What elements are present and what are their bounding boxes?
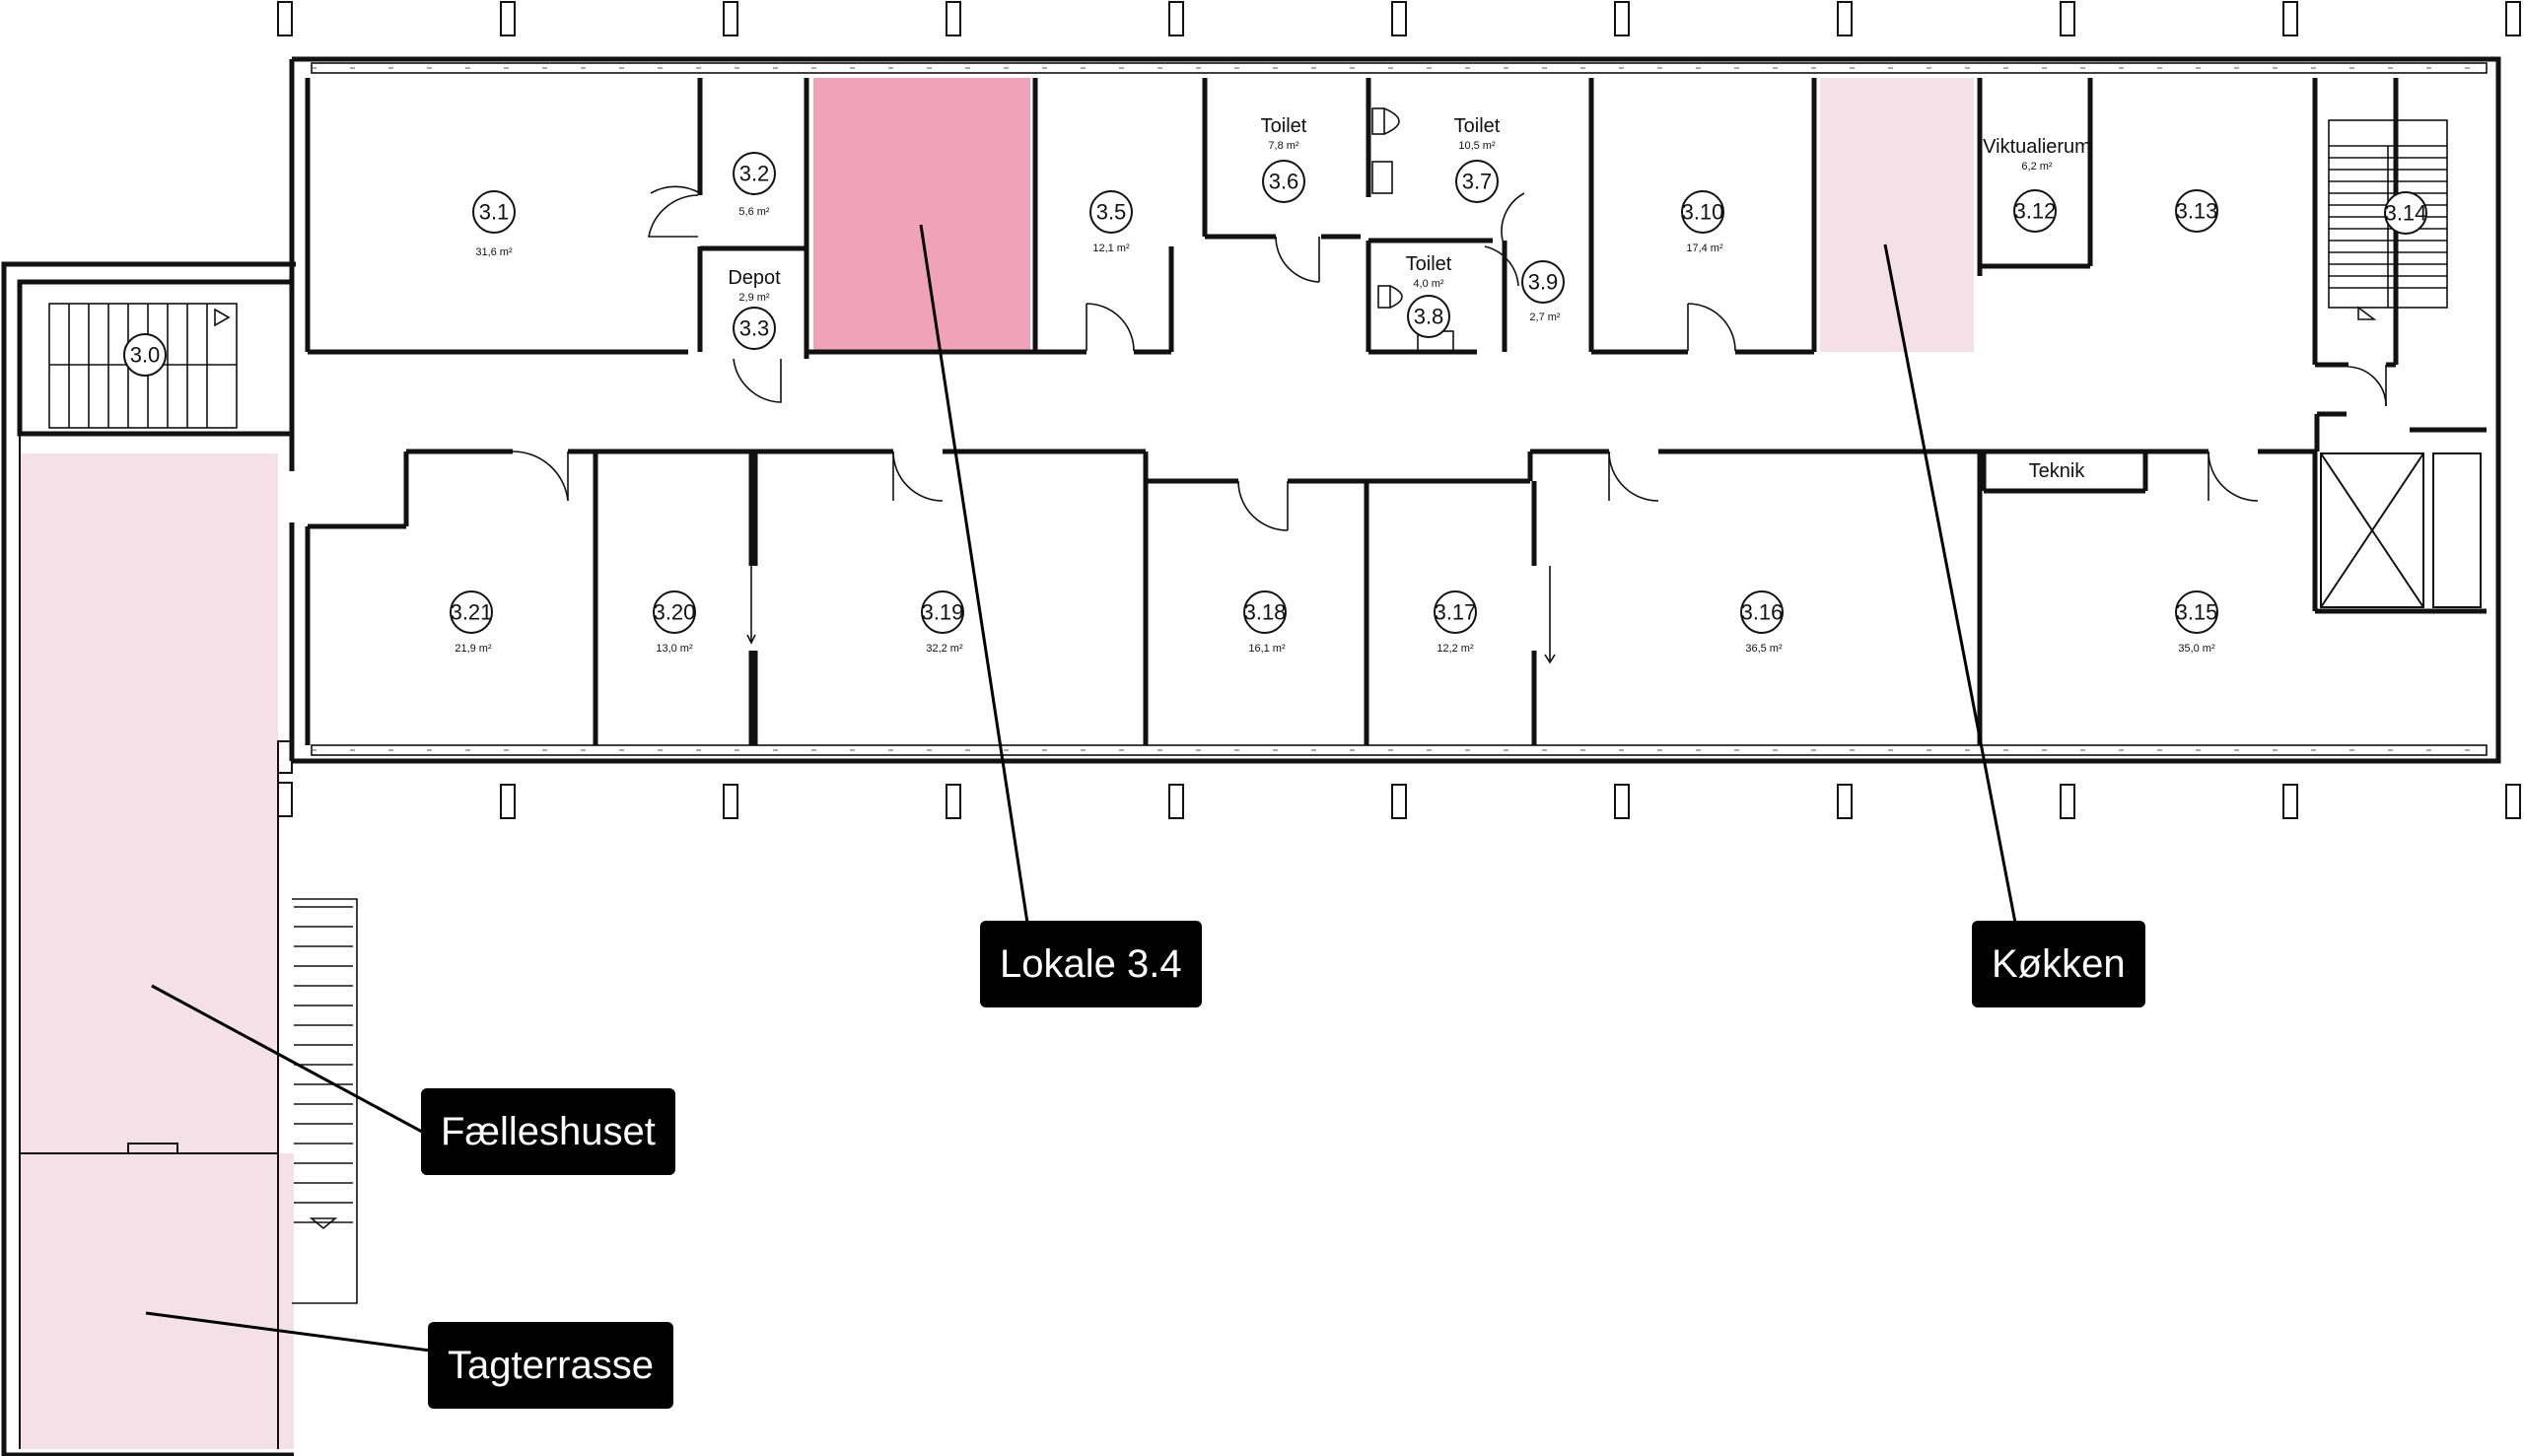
svg-text:10,5 m²: 10,5 m² bbox=[1458, 140, 1496, 152]
svg-text:35,0 m²: 35,0 m² bbox=[2178, 643, 2215, 655]
svg-text:3.10: 3.10 bbox=[1682, 200, 1724, 225]
svg-text:16,1 m²: 16,1 m² bbox=[1248, 643, 1286, 655]
svg-text:3.9: 3.9 bbox=[1528, 270, 1559, 295]
room-3-10-marker[interactable]: 3.10 17,4 m² bbox=[1681, 190, 1724, 254]
svg-text:3.18: 3.18 bbox=[1244, 600, 1287, 625]
room-3-6-marker[interactable]: Toilet 7,8 m² 3.6 bbox=[1261, 115, 1307, 203]
room-3-19-marker[interactable]: 3.19 32,2 m² bbox=[921, 590, 964, 655]
svg-text:3.8: 3.8 bbox=[1414, 305, 1444, 329]
svg-text:4,0 m²: 4,0 m² bbox=[1413, 278, 1444, 290]
svg-text:36,5 m²: 36,5 m² bbox=[1745, 643, 1783, 655]
room-3-13-marker[interactable]: 3.13 bbox=[2175, 189, 2218, 233]
svg-text:3.13: 3.13 bbox=[2176, 199, 2218, 224]
svg-text:3.17: 3.17 bbox=[1435, 600, 1477, 625]
interior-walls bbox=[305, 78, 2487, 745]
svg-text:7,8 m²: 7,8 m² bbox=[1268, 140, 1299, 152]
room-3-18-marker[interactable]: 3.18 16,1 m² bbox=[1243, 590, 1287, 655]
svg-text:Toilet: Toilet bbox=[1454, 115, 1501, 137]
svg-text:Toilet: Toilet bbox=[1261, 115, 1307, 137]
room-3-12-marker[interactable]: Viktualierum 6,2 m² 3.12 bbox=[1983, 136, 2091, 233]
svg-text:3.16: 3.16 bbox=[1741, 600, 1784, 625]
wc-fixtures bbox=[1371, 107, 1454, 352]
callout-lokale-3-4[interactable]: Lokale 3.4 bbox=[980, 921, 1202, 1007]
svg-text:21,9 m²: 21,9 m² bbox=[455, 643, 492, 655]
room-3-7-marker[interactable]: Toilet 10,5 m² 3.7 bbox=[1454, 115, 1501, 203]
door-swings bbox=[512, 185, 2387, 664]
svg-text:13,0 m²: 13,0 m² bbox=[656, 643, 693, 655]
callout-kokken[interactable]: Køkken bbox=[1972, 921, 2145, 1007]
svg-text:3.5: 3.5 bbox=[1096, 200, 1127, 225]
room-3-5-marker[interactable]: 3.5 12,1 m² bbox=[1089, 190, 1133, 254]
svg-text:3.21: 3.21 bbox=[451, 600, 493, 625]
room-3-17-marker[interactable]: 3.17 12,2 m² bbox=[1434, 590, 1477, 655]
leader-lines bbox=[145, 224, 2017, 1352]
elevator-shaft bbox=[2320, 452, 2482, 608]
svg-text:Depot: Depot bbox=[728, 267, 781, 289]
svg-text:3.1: 3.1 bbox=[479, 200, 510, 225]
svg-text:6,2 m²: 6,2 m² bbox=[2021, 161, 2053, 173]
svg-text:12,2 m²: 12,2 m² bbox=[1437, 643, 1474, 655]
exterior-stair bbox=[292, 898, 358, 1304]
stair-tower-3-0 bbox=[1, 261, 296, 1456]
faelleshuset-highlight[interactable] bbox=[20, 453, 278, 1153]
svg-text:32,2 m²: 32,2 m² bbox=[926, 643, 963, 655]
callout-tagterrasse[interactable]: Tagterrasse bbox=[428, 1322, 673, 1409]
svg-text:3.20: 3.20 bbox=[654, 600, 696, 625]
outer-walls bbox=[289, 56, 2501, 764]
svg-text:3.15: 3.15 bbox=[2176, 600, 2218, 625]
svg-text:3.6: 3.6 bbox=[1269, 170, 1299, 194]
tagterrasse-highlight[interactable] bbox=[20, 1153, 294, 1449]
room-3-15-marker[interactable]: 3.15 35,0 m² bbox=[2175, 590, 2218, 655]
room-3-3-marker[interactable]: Depot 2,9 m² 3.3 bbox=[728, 267, 781, 350]
svg-text:2,9 m²: 2,9 m² bbox=[738, 292, 770, 304]
room-3-0-marker[interactable]: 3.0 bbox=[123, 333, 167, 377]
svg-text:12,1 m²: 12,1 m² bbox=[1092, 243, 1130, 254]
room-3-2-marker[interactable]: 3.2 5,6 m² bbox=[733, 152, 776, 218]
facade-bands bbox=[311, 62, 2488, 756]
svg-text:Viktualierum: Viktualierum bbox=[1983, 136, 2091, 158]
window-markers-top bbox=[277, 1, 2521, 36]
room-3-8-marker[interactable]: Toilet 4,0 m² 3.8 bbox=[1406, 253, 1452, 338]
svg-text:2,7 m²: 2,7 m² bbox=[1529, 312, 1561, 323]
svg-text:5,6 m²: 5,6 m² bbox=[738, 206, 770, 218]
svg-text:3.19: 3.19 bbox=[922, 600, 964, 625]
svg-text:31,6 m²: 31,6 m² bbox=[475, 246, 513, 258]
svg-text:3.2: 3.2 bbox=[739, 162, 770, 186]
svg-text:3.0: 3.0 bbox=[130, 343, 161, 368]
callout-faelleshuset[interactable]: Fælleshuset bbox=[421, 1088, 675, 1175]
svg-text:3.14: 3.14 bbox=[2385, 201, 2427, 226]
room-3-21-marker[interactable]: 3.21 21,9 m² bbox=[450, 590, 493, 655]
svg-text:3.7: 3.7 bbox=[1462, 170, 1493, 194]
room-3-1-marker[interactable]: 3.1 31,6 m² bbox=[472, 190, 516, 258]
window-markers-bottom bbox=[500, 784, 2521, 819]
room-3-16-marker[interactable]: 3.16 36,5 m² bbox=[1740, 590, 1784, 655]
room-3-20-marker[interactable]: 3.20 13,0 m² bbox=[653, 590, 696, 655]
svg-text:Toilet: Toilet bbox=[1406, 253, 1452, 275]
svg-text:3.12: 3.12 bbox=[2014, 199, 2057, 224]
svg-text:17,4 m²: 17,4 m² bbox=[1686, 243, 1723, 254]
svg-text:3.3: 3.3 bbox=[739, 316, 770, 341]
room-3-14-marker[interactable]: 3.14 bbox=[2384, 191, 2427, 235]
room-3-9-marker[interactable]: 3.9 2,7 m² bbox=[1521, 260, 1565, 323]
room-3-4-highlight[interactable] bbox=[813, 78, 1030, 352]
teknik-label: Teknik bbox=[2029, 460, 2086, 482]
